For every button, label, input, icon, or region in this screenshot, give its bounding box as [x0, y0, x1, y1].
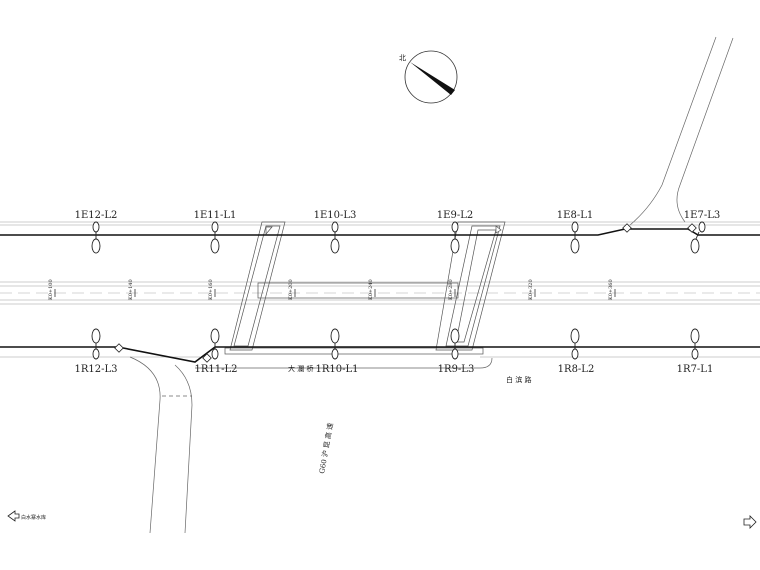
cable-lines	[0, 228, 760, 363]
junction-box	[114, 343, 124, 353]
ramp-bottom-left	[129, 356, 193, 534]
top-lamp-row	[91, 221, 706, 254]
median-mark-label: K0+160	[208, 279, 214, 300]
highway-label: G60 沪 昆 高 速	[317, 422, 335, 474]
lamp-pole-top	[330, 221, 340, 254]
lamp-pole-top	[690, 221, 706, 254]
road-edges	[0, 221, 760, 358]
bridge-structure	[224, 221, 506, 355]
median-mark-label: K0+100	[48, 279, 54, 300]
median-mark-label: K0+320	[528, 279, 534, 300]
median-mark: K0+280	[448, 279, 456, 300]
median-mark: K0+240	[368, 279, 376, 300]
lamp-label-bottom: 1R8-L2	[558, 364, 595, 375]
median-mark: K0+140	[128, 279, 136, 300]
lamp-label-bottom: 1R9-L3	[438, 364, 475, 375]
median-mark-label: K0+200	[288, 279, 294, 300]
lamp-pole-top	[91, 221, 101, 254]
north-compass: 北	[399, 50, 458, 104]
bottom-lamp-row	[91, 328, 700, 360]
lamp-pole-bottom	[690, 328, 700, 360]
lamp-pole-top	[570, 221, 580, 254]
right-arrow-icon	[743, 515, 757, 529]
lamp-label-top: 1E9-L2	[437, 210, 473, 221]
median-mark: K0+200	[288, 279, 296, 300]
left-arrow-icon	[7, 510, 20, 522]
median-marks: K0+100 K0+140 K0+160 K0+200 K0+240 K0+28…	[48, 279, 616, 300]
north-symbol: 北	[399, 54, 406, 62]
lamp-label-top: 1E11-L1	[194, 210, 237, 221]
lamp-pole-bottom	[210, 328, 220, 360]
median-mark-label: K0+360	[608, 279, 614, 300]
lamp-label-top: 1E7-L3	[684, 210, 720, 221]
lamp-pole-top	[450, 221, 460, 254]
lamp-label-bottom: 1R11-L2	[195, 364, 238, 375]
median-mark: K0+320	[528, 279, 536, 300]
median-mark: K0+360	[608, 279, 616, 300]
lamp-label-top: 1E12-L2	[75, 210, 118, 221]
top-labels: 1E12-L2 1E11-L1 1E10-L3 1E9-L2 1E8-L1 1E…	[75, 210, 721, 221]
junction-box	[687, 223, 697, 233]
median-mark-label: K0+240	[368, 279, 374, 300]
median-mark: K0+160	[208, 279, 216, 300]
median-mark-label: K0+280	[448, 279, 454, 300]
left-arrow-label: 白水寨水库	[21, 514, 46, 521]
junction-boxes	[114, 223, 697, 363]
lamp-label-bottom: 1R7-L1	[677, 364, 714, 375]
left-direction: 白水寨水库	[7, 510, 46, 522]
lamp-pole-bottom	[450, 328, 460, 360]
road-name-label: 白 滨 路	[506, 375, 531, 384]
lamp-label-bottom: 1R12-L3	[75, 364, 118, 375]
bridge-label: 大 瀾 桥	[288, 364, 313, 373]
lamp-pole-top	[210, 221, 220, 254]
lamp-pole-bottom	[91, 328, 101, 360]
service-road	[195, 357, 493, 369]
bottom-labels: 1R12-L3 1R11-L2 1R10-L1 1R9-L3 1R8-L2 1R…	[75, 364, 714, 375]
median-mark-label: K0+140	[128, 279, 134, 300]
lamp-label-top: 1E10-L3	[314, 210, 357, 221]
lamp-label-bottom: 1R10-L1	[316, 364, 359, 375]
median-mark: K0+100	[48, 279, 56, 300]
lamp-pole-bottom	[330, 328, 340, 360]
lamp-label-top: 1E8-L1	[557, 210, 593, 221]
ramp-top-right	[629, 36, 734, 226]
junction-box	[202, 353, 212, 363]
lamp-pole-bottom	[570, 328, 580, 360]
junction-box	[622, 223, 632, 233]
